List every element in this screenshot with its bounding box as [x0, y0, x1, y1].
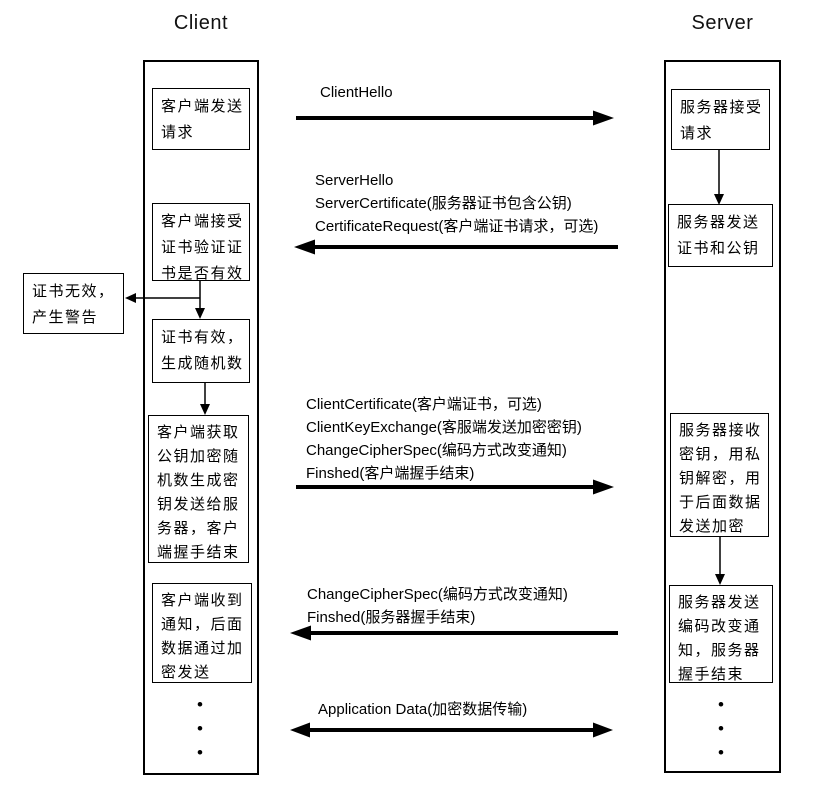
appdata-arrowhead-left-icon — [290, 722, 310, 738]
client-step-receive-notice: 客户端收到 通知，后面 数据通过加 密发送 — [152, 583, 252, 683]
client-step-verify-cert: 客户端接受 证书验证证 书是否有效 — [152, 203, 250, 282]
message-clienthello-label: ClientHello — [320, 84, 393, 101]
message-line: ServerCertificate(服务器证书包含公钥) — [315, 195, 572, 212]
message-serverhello-labels: ServerHello ServerCertificate(服务器证书包含公钥)… — [315, 169, 598, 238]
message-line: ClientCertificate(客户端证书，可选) — [306, 396, 542, 413]
dot: • — [718, 743, 724, 762]
message-clientfinish-labels: ClientCertificate(客户端证书，可选) ClientKeyExc… — [306, 393, 582, 485]
cert-invalid-warning-box: 证书无效， 产生警告 — [23, 273, 124, 334]
message-line: ServerHello — [315, 172, 394, 189]
dot: • — [197, 743, 203, 762]
server-step-change-cipher: 服务器发送 编码改变通 知，服务器 握手结束 — [669, 585, 773, 683]
clienthello-arrowhead-right-icon — [593, 110, 614, 126]
message-appdata-label: Application Data(加密数据传输) — [318, 701, 528, 718]
dot: • — [718, 719, 724, 738]
client-step-cert-valid: 证书有效， 生成随机数 — [152, 319, 250, 383]
server-step-accept-request: 服务器接受 请求 — [671, 89, 770, 150]
client-step-send-request: 客户端发送 请求 — [152, 88, 250, 150]
server-step-send-cert: 服务器发送 证书和公钥 — [668, 204, 773, 267]
message-line: ChangeCipherSpec(编码方式改变通知) — [307, 586, 568, 603]
server-continuation-dots: • • • — [712, 693, 730, 765]
dot: • — [197, 695, 203, 714]
message-line: Finshed(服务器握手结束) — [307, 609, 476, 626]
client-column-title: Client — [173, 12, 229, 34]
warning-branch-arrowhead-left-icon — [125, 293, 136, 303]
appdata-arrowhead-right-icon — [593, 722, 613, 738]
client-step-encrypt-key: 客户端获取 公钥加密随 机数生成密 钥发送给服 务器，客户 端握手结束 — [148, 415, 249, 563]
clientfinish-arrowhead-right-icon — [593, 479, 614, 495]
message-line: Finshed(客户端握手结束) — [306, 465, 475, 482]
server-step-decrypt-key: 服务器接收 密钥，用私 钥解密，用 于后面数据 发送加密 — [670, 413, 769, 537]
message-line: ChangeCipherSpec(编码方式改变通知) — [306, 442, 567, 459]
message-serverfinish-labels: ChangeCipherSpec(编码方式改变通知) Finshed(服务器握手… — [307, 583, 568, 629]
client-continuation-dots: • • • — [191, 693, 209, 765]
dot: • — [197, 719, 203, 738]
message-line: CertificateRequest(客户端证书请求，可选) — [315, 218, 599, 235]
server-column-title: Server — [691, 12, 754, 34]
serverhello-arrowhead-left-icon — [294, 239, 315, 255]
message-line: ClientKeyExchange(客服端发送加密密钥) — [306, 419, 582, 436]
dot: • — [718, 695, 724, 714]
